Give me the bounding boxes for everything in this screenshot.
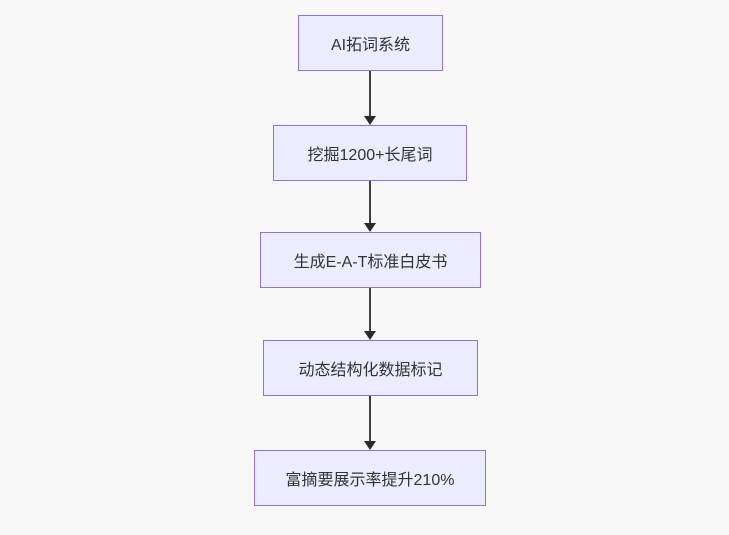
flow-node-label: 生成E-A-T标准白皮书 xyxy=(293,254,448,271)
arrowhead-down-icon xyxy=(364,441,376,450)
flow-node-eat-whitepaper: 生成E-A-T标准白皮书 xyxy=(260,232,481,288)
arrow-line xyxy=(369,71,371,116)
flow-node-label: 挖掘1200+长尾词 xyxy=(307,147,433,164)
arrow-line xyxy=(369,181,371,223)
flow-node-rich-snippet-result: 富摘要展示率提升210% xyxy=(254,450,486,506)
flow-node-label: 富摘要展示率提升210% xyxy=(285,472,455,489)
arrowhead-down-icon xyxy=(364,223,376,232)
arrow-line xyxy=(369,396,371,441)
flow-node-label: AI拓词系统 xyxy=(330,37,411,54)
flow-arrow-3 xyxy=(364,288,376,340)
arrowhead-down-icon xyxy=(364,116,376,125)
flow-node-label: 动态结构化数据标记 xyxy=(298,362,443,379)
flow-arrow-1 xyxy=(364,71,376,125)
flow-arrow-4 xyxy=(364,396,376,450)
flow-node-longtail-mining: 挖掘1200+长尾词 xyxy=(273,125,467,181)
flow-node-structured-data-markup: 动态结构化数据标记 xyxy=(263,340,478,396)
flow-arrow-2 xyxy=(364,181,376,232)
arrow-line xyxy=(369,288,371,331)
flow-node-ai-expansion-system: AI拓词系统 xyxy=(298,15,443,71)
arrowhead-down-icon xyxy=(364,331,376,340)
